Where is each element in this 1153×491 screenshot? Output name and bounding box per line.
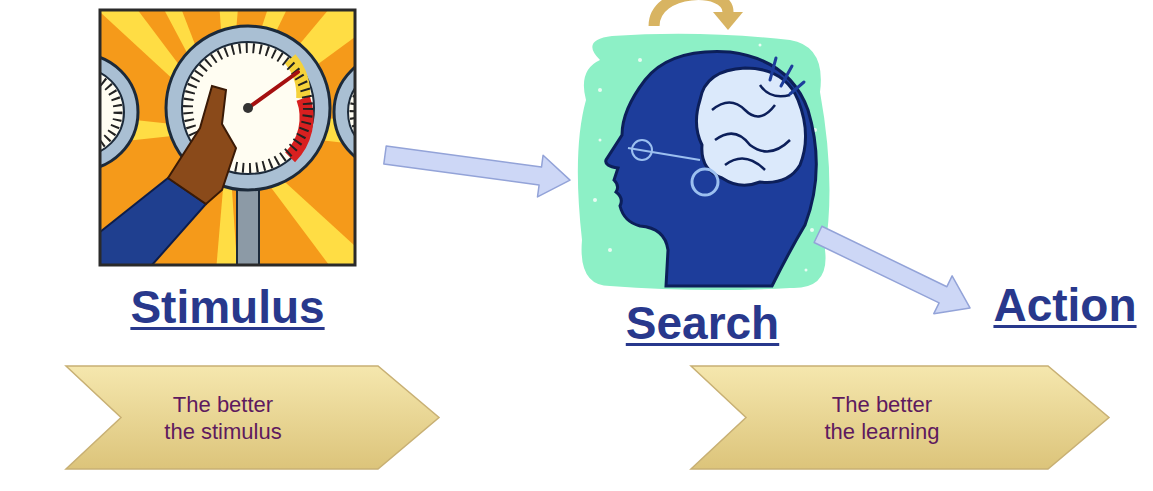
node-title: Search bbox=[555, 298, 850, 349]
chevron-shape bbox=[690, 365, 1110, 470]
arrow-shape bbox=[814, 226, 970, 314]
gauge-illustration bbox=[100, 10, 355, 265]
head-profile bbox=[606, 52, 817, 286]
chevron-band: The better the stimulus bbox=[65, 365, 440, 470]
node-title: Action bbox=[960, 280, 1153, 331]
loop-line bbox=[654, 0, 728, 26]
node-title: Stimulus bbox=[80, 282, 375, 333]
stimulus-node: Stimulus bbox=[100, 10, 355, 345]
image-frame bbox=[100, 10, 355, 265]
gauge-needle bbox=[248, 72, 298, 108]
chevron-outline bbox=[691, 366, 1109, 469]
side-gauge bbox=[100, 54, 138, 170]
gauge-stem bbox=[237, 186, 259, 265]
chevron-shape bbox=[65, 365, 440, 470]
arrow-shape bbox=[384, 146, 570, 197]
block-arrow bbox=[814, 226, 970, 314]
side-gauge bbox=[334, 54, 355, 170]
pointing-hand bbox=[168, 86, 236, 204]
brain bbox=[696, 68, 805, 185]
action-node: Action bbox=[980, 280, 1150, 342]
search-node: Search bbox=[575, 30, 830, 365]
chevron-band: The better the learning bbox=[690, 365, 1110, 470]
glasses bbox=[628, 148, 700, 160]
band-text: The better the stimulus bbox=[156, 390, 291, 445]
arrow-head bbox=[713, 12, 743, 30]
head-illustration bbox=[578, 34, 830, 290]
block-arrow bbox=[384, 146, 570, 197]
green-blob bbox=[578, 34, 830, 290]
ear bbox=[692, 169, 718, 195]
band-text: The better the learning bbox=[815, 390, 950, 445]
sun-rays bbox=[100, 10, 355, 265]
loop-arrow bbox=[654, 0, 743, 30]
red-zone bbox=[290, 98, 306, 157]
chevron-outline bbox=[66, 366, 439, 469]
thought-lines bbox=[770, 58, 804, 94]
